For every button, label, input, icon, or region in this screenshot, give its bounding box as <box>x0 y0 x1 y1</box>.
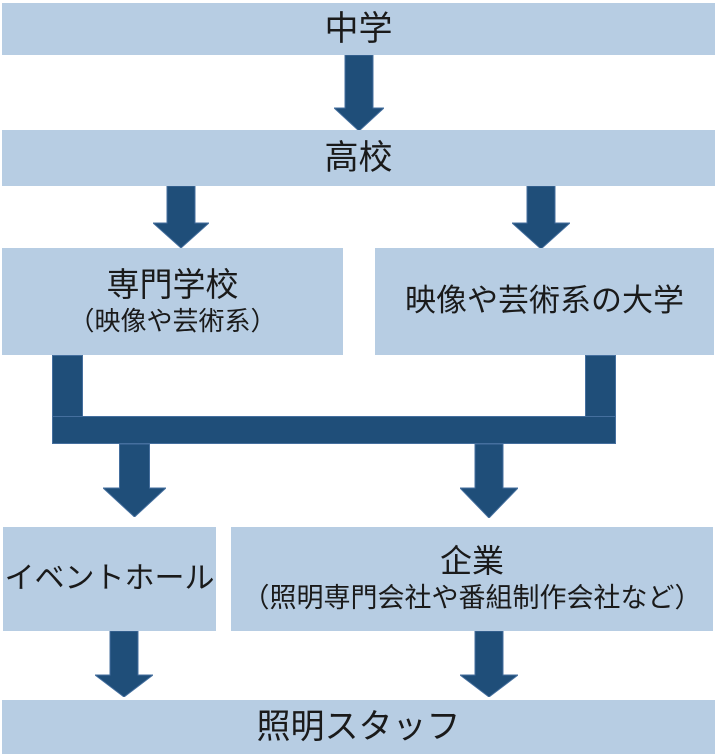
down-arrow-icon <box>334 55 384 131</box>
node-vocational-school: 専門学校 （映像や芸術系） <box>2 248 343 355</box>
node-company-label: 企業 <box>439 543 504 580</box>
node-vocational-school-sublabel: （映像や芸術系） <box>68 305 277 336</box>
node-company-sublabel: （照明専門会社や番組制作会社など） <box>242 583 702 614</box>
down-arrow-icon <box>512 186 570 249</box>
down-arrow-icon <box>460 631 518 697</box>
node-lighting-staff: 照明スタッフ <box>2 700 715 754</box>
connector-right-vertical-bar <box>585 355 616 418</box>
node-vocational-school-label: 専門学校 <box>106 265 239 303</box>
node-lighting-staff-label: 照明スタッフ <box>256 707 461 746</box>
down-arrow-icon <box>460 444 518 518</box>
node-high-school-label: 高校 <box>324 138 393 177</box>
node-junior-high: 中学 <box>2 3 715 55</box>
node-company: 企業 （照明専門会社や番組制作会社など） <box>231 527 713 631</box>
connector-horizontal-bar <box>52 416 616 444</box>
node-arts-university-label: 映像や芸術系の大学 <box>405 283 684 319</box>
down-arrow-icon <box>95 631 153 697</box>
connector-left-vertical-bar <box>52 355 83 417</box>
node-arts-university: 映像や芸術系の大学 <box>375 248 714 355</box>
down-arrow-icon <box>103 444 166 517</box>
node-event-hall-label: イベントホール <box>4 562 215 596</box>
node-high-school: 高校 <box>2 130 715 186</box>
node-junior-high-label: 中学 <box>324 9 393 48</box>
node-event-hall: イベントホール <box>3 527 216 631</box>
down-arrow-icon <box>153 186 209 248</box>
